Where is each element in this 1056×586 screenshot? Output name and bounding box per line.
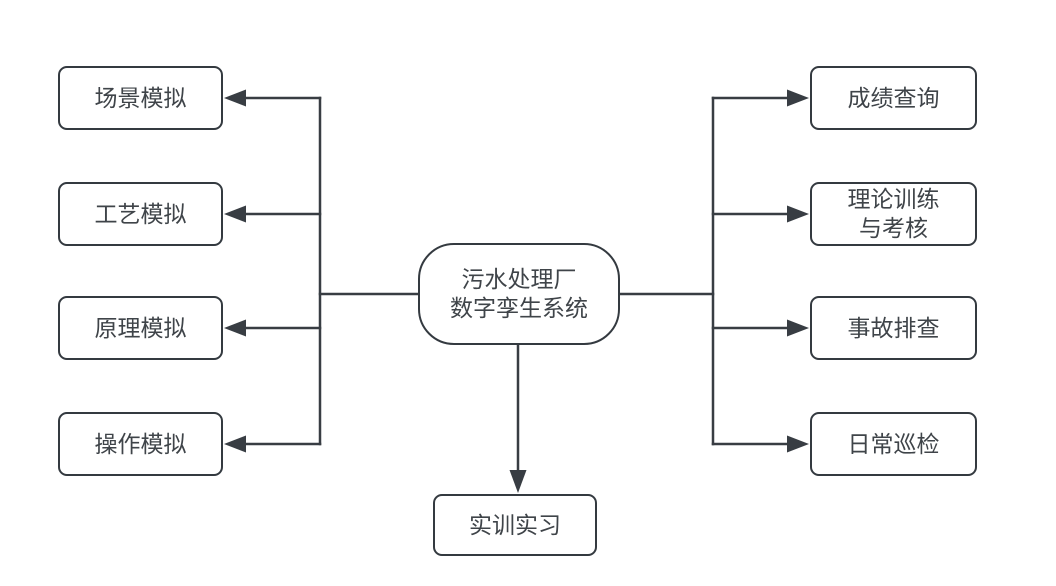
node-principle-simulation: 原理模拟 <box>58 296 223 360</box>
bottom-connector <box>509 343 527 493</box>
arrowhead-left-1 <box>224 205 246 223</box>
node-scene-simulation: 场景模拟 <box>58 66 223 130</box>
node-score-query: 成绩查询 <box>810 66 977 130</box>
node-label: 实训实习 <box>469 511 561 538</box>
node-label: 工艺模拟 <box>94 200 187 227</box>
node-label: 场景模拟 <box>94 84 187 111</box>
arrowhead-left-3 <box>224 435 246 453</box>
arrowhead-left-2 <box>224 319 246 337</box>
right-branch-connector <box>618 89 809 453</box>
node-theory-training-assessment: 理论训练 与考核 <box>810 182 977 246</box>
node-daily-inspection: 日常巡检 <box>810 412 977 476</box>
arrowhead-right-0 <box>787 89 809 107</box>
node-label: 污水处理厂 数字孪生系统 <box>450 266 588 321</box>
node-digital-twin-system: 污水处理厂 数字孪生系统 <box>418 243 620 345</box>
node-process-simulation: 工艺模拟 <box>58 182 223 246</box>
left-branch-connector <box>224 89 420 453</box>
node-label: 操作模拟 <box>94 430 187 457</box>
node-accident-investigation: 事故排查 <box>810 296 977 360</box>
node-label: 原理模拟 <box>94 314 187 341</box>
node-label: 日常巡检 <box>847 430 940 457</box>
arrowhead-left-0 <box>224 89 246 107</box>
arrowhead-right-2 <box>787 319 809 337</box>
node-label: 成绩查询 <box>847 84 940 111</box>
arrowhead-down <box>509 470 527 493</box>
node-label: 理论训练 与考核 <box>847 186 940 241</box>
node-label: 事故排查 <box>847 314 940 341</box>
arrowhead-right-3 <box>787 435 809 453</box>
node-practical-training: 实训实习 <box>433 494 597 556</box>
node-operation-simulation: 操作模拟 <box>58 412 223 476</box>
arrowhead-right-1 <box>787 205 809 223</box>
